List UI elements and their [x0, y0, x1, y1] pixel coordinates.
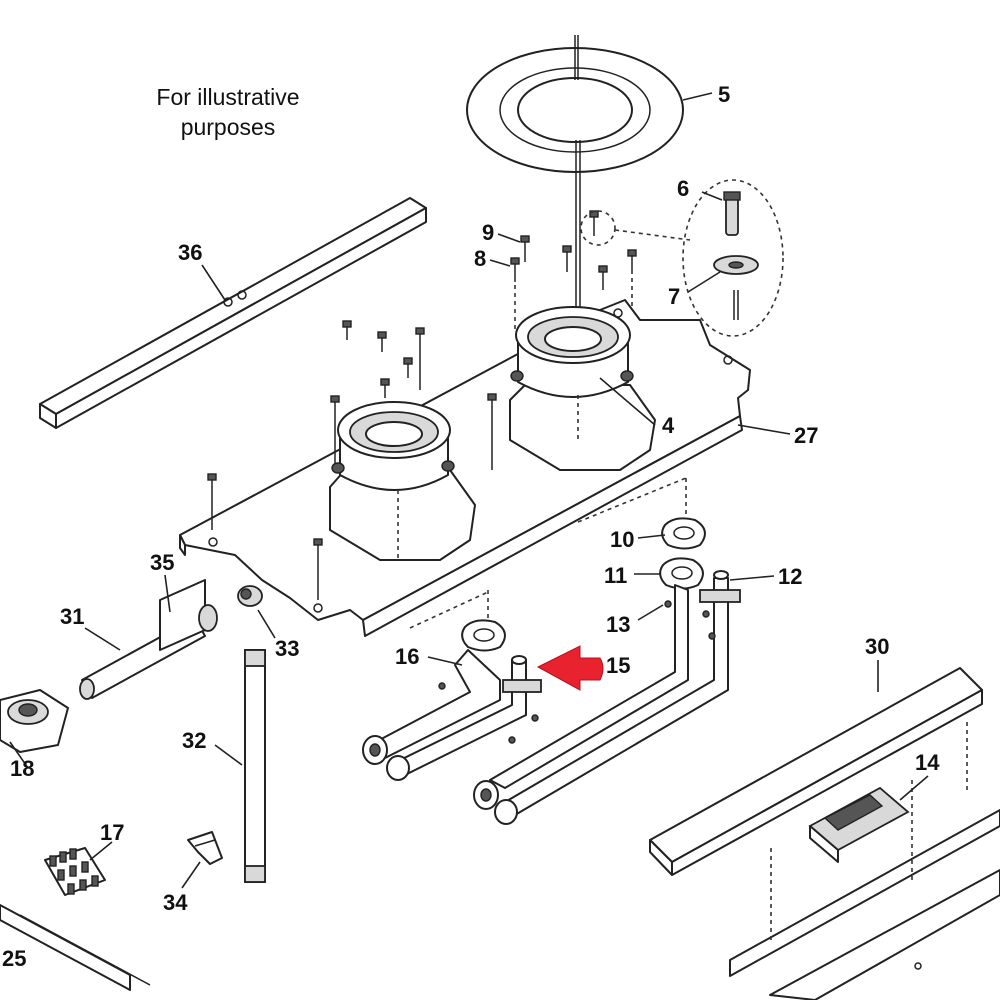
callout-13: 13 [606, 612, 630, 637]
lower-frame-right [729, 722, 1000, 1001]
manifold-pipe [79, 579, 218, 700]
callout-5: 5 [718, 82, 730, 107]
cover-plate [649, 667, 983, 876]
right-burner [509, 306, 656, 471]
callout-36: 36 [178, 240, 202, 265]
callout-11: 11 [604, 563, 627, 588]
callout-27: 27 [794, 423, 818, 448]
spark-module [808, 786, 910, 863]
support-bar [39, 197, 427, 429]
burner-base-pan [179, 299, 751, 637]
callout-labels: 5 6 9 8 7 36 4 27 10 11 12 35 31 13 33 1… [2, 82, 940, 971]
callout-4: 4 [662, 413, 675, 438]
leader-lines [9, 92, 929, 889]
lower-frame-left [0, 904, 151, 991]
pipe-nut [237, 585, 263, 607]
callout-9: 9 [482, 220, 494, 245]
callout-31: 31 [60, 604, 84, 629]
callout-6: 6 [677, 176, 689, 201]
callout-17: 17 [100, 820, 124, 845]
note-line-2: purposes [180, 114, 276, 140]
callout-15: 15 [606, 653, 630, 678]
gaskets [461, 517, 706, 652]
pipe-nipple [244, 649, 266, 883]
callout-25: 25 [2, 946, 26, 971]
callout-14: 14 [915, 750, 940, 775]
mounting-clip [187, 831, 223, 865]
left-venturi-tubes [362, 649, 542, 781]
screws-top [510, 210, 637, 330]
note-line-1: For illustrative [156, 84, 300, 110]
callout-12: 12 [778, 564, 802, 589]
electrode-detail [580, 179, 784, 337]
callout-16: 16 [395, 644, 419, 669]
right-venturi-tubes [473, 570, 741, 825]
callout-34: 34 [163, 890, 188, 915]
callout-7: 7 [668, 284, 680, 309]
illustrative-note: For illustrative purposes [118, 82, 338, 142]
callout-35: 35 [150, 550, 174, 575]
pan-screws [207, 320, 497, 600]
callout-30: 30 [865, 634, 889, 659]
left-burner [329, 401, 476, 561]
highlight-pointer-arrow [536, 645, 604, 691]
gas-valve [0, 689, 69, 753]
callout-10: 10 [610, 527, 634, 552]
callout-33: 33 [275, 636, 299, 661]
trim-ring [466, 35, 684, 173]
callout-8: 8 [474, 246, 486, 271]
callout-32: 32 [182, 728, 206, 753]
callout-18: 18 [10, 756, 34, 781]
